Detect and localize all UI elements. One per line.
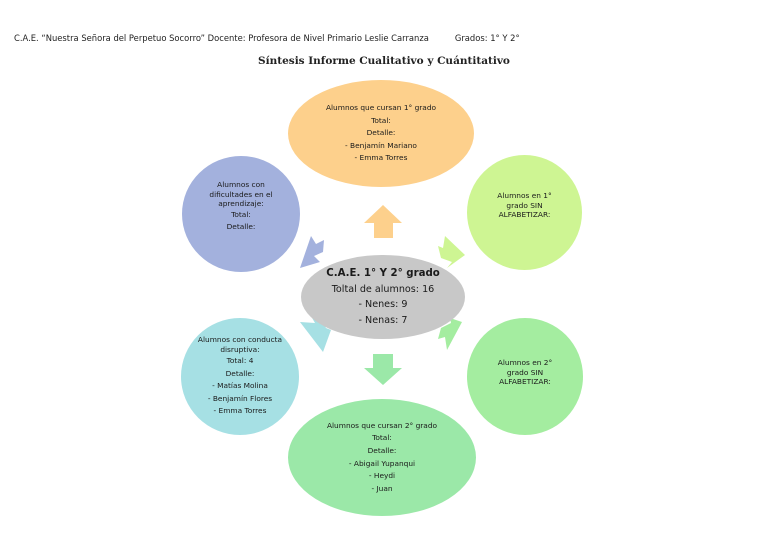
school-line: C.A.E. “Nuestra Señora del Perpetuo Soco… [14,33,429,43]
node-second-grade: Alumnos que cursan 2° grado Total: Detal… [288,399,476,516]
document-header: C.A.E. “Nuestra Señora del Perpetuo Soco… [14,33,520,43]
grades-label: Grados: 1° Y 2° [454,33,520,43]
arrow-up [364,205,402,238]
arrow-top-right [438,236,465,268]
node-first-grade-unliterate: Alumnos en 1° grado SIN ALFABETIZAR: [467,155,582,270]
node-first-grade: Alumnos que cursan 1° grado Total: Detal… [288,80,474,187]
node-disruptive-behavior: Alumnos con conducta disruptiva: Total: … [181,318,299,435]
arrow-top-left [300,236,324,268]
node-learning-difficulties: Alumnos con dificultades en el aprendiza… [182,156,300,272]
node-center-summary: C.A.E. 1° Y 2° grado Toltal de alumnos: … [301,255,465,339]
page-title: Síntesis Informe Cualitativo y Cuántitat… [258,55,510,67]
node-second-grade-unliterate: Alumnos en 2° grado SIN ALFABETIZAR: [467,318,583,435]
arrow-down [364,354,402,385]
arrow-bottom-right [438,318,462,350]
